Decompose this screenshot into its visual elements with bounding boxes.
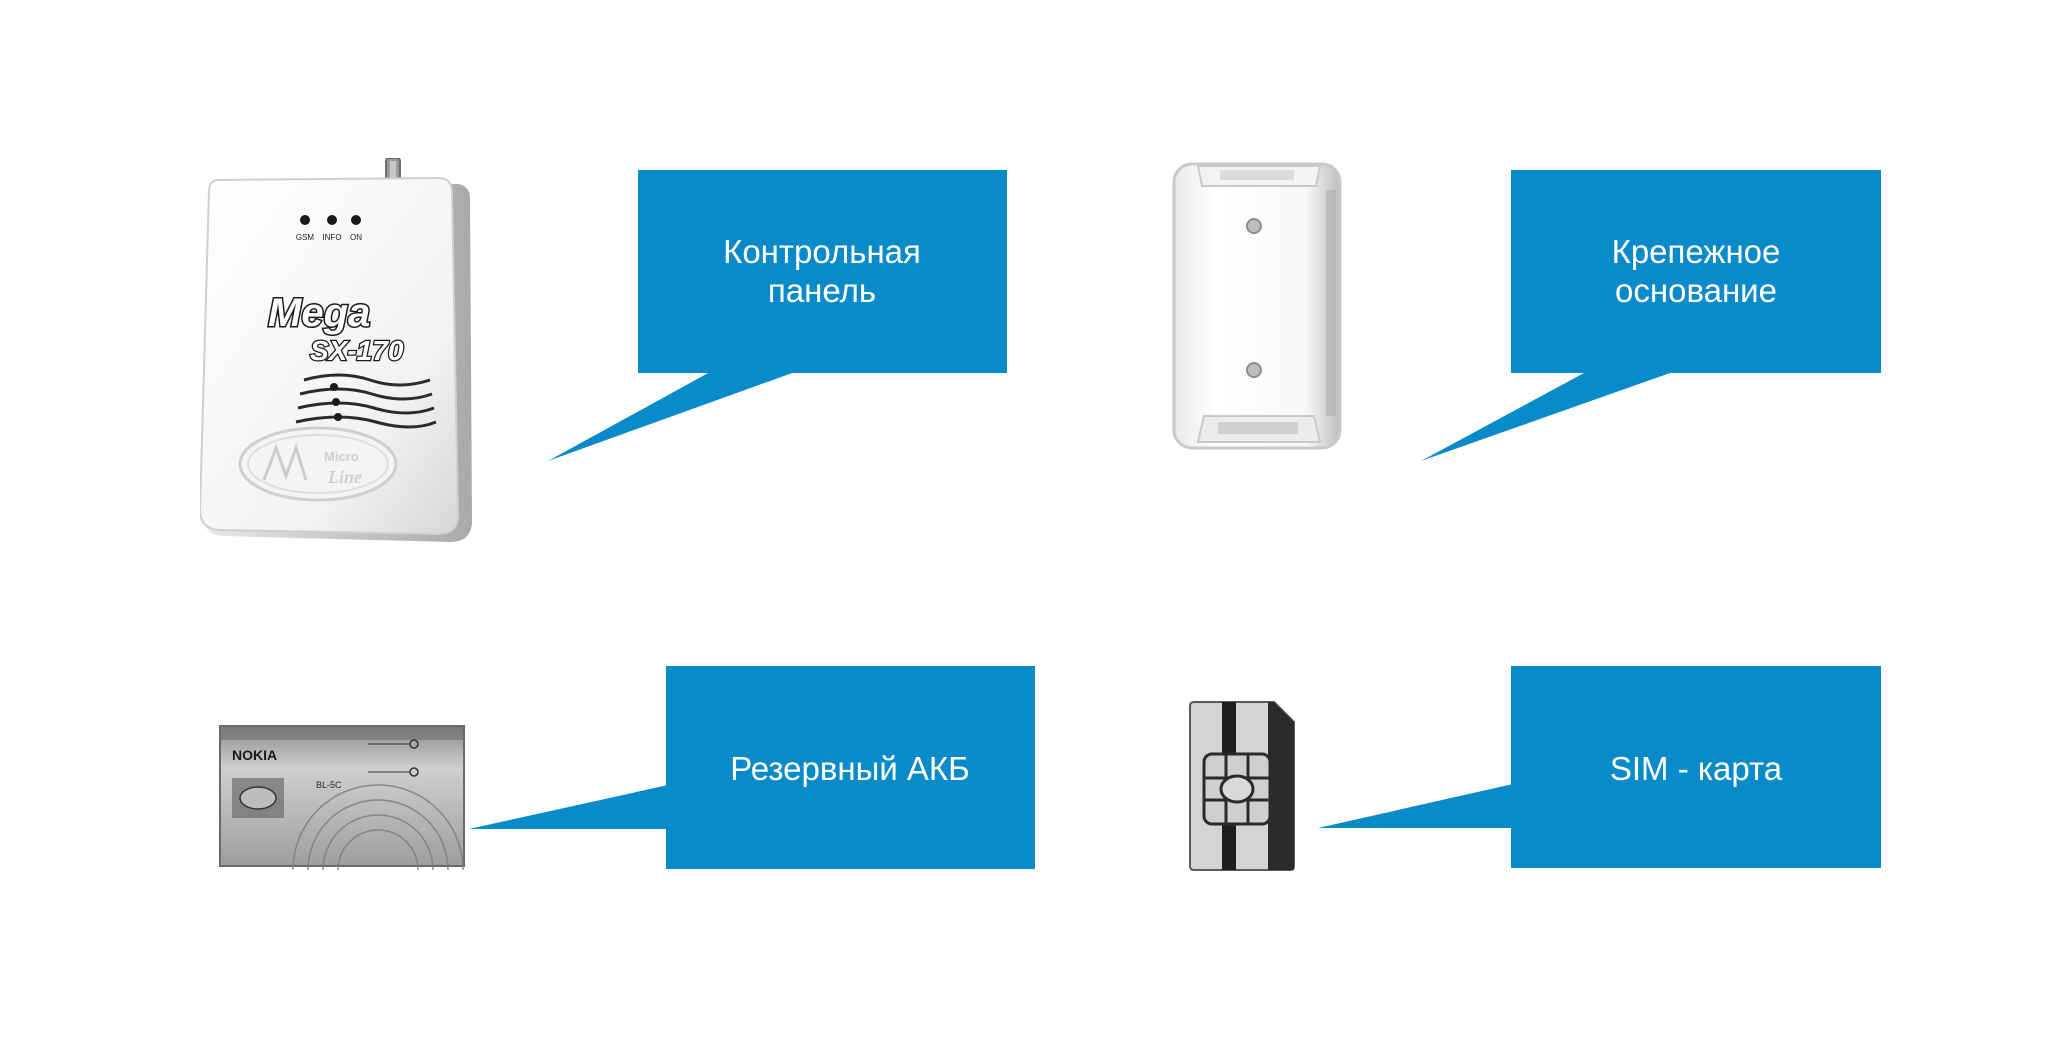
callout-backup-battery: Резервный АКБ xyxy=(469,666,1035,869)
led-info-icon xyxy=(327,215,337,225)
callout-pointer xyxy=(469,785,668,829)
logo-text-line: Line xyxy=(327,467,362,487)
callout-box xyxy=(1511,170,1881,373)
screw-hole-top-icon xyxy=(1246,218,1262,234)
battery-brand: NOKIA xyxy=(232,747,277,763)
screw-hole-bottom-icon xyxy=(1246,362,1262,378)
callout-mounting-base: Крепежное основание xyxy=(1421,170,1881,461)
callout-control-panel: Контрольная панель xyxy=(548,170,1007,461)
led-on-icon xyxy=(351,215,361,225)
callout-pointer xyxy=(1318,784,1513,828)
signal-waves-icon xyxy=(295,373,437,429)
device-model: SX-170 xyxy=(310,335,404,366)
callout-pointer xyxy=(1421,373,1670,461)
callout-label: Резервный АКБ xyxy=(730,750,970,787)
base-body xyxy=(1172,162,1342,450)
callout-label: SIM - карта xyxy=(1610,750,1783,787)
led-gsm-icon xyxy=(300,215,310,225)
microline-logo-mark xyxy=(262,443,308,481)
sim-chip-icon xyxy=(1202,752,1272,826)
battery-image: NOKIA BL-5C xyxy=(219,725,465,870)
callout-box xyxy=(666,666,1035,869)
callout-sim-card: SIM - карта xyxy=(1318,666,1881,868)
microline-logo xyxy=(238,426,398,502)
callout-label-line2: основание xyxy=(1615,272,1777,309)
control-panel-image: GSM INFO ON Mega SX-170 Micro Line xyxy=(200,158,472,542)
callout-pointer xyxy=(548,372,795,461)
led-label-info: INFO xyxy=(322,233,341,242)
callout-label-line1: Контрольная xyxy=(723,233,921,270)
led-label-on: ON xyxy=(350,233,362,242)
callout-label-line2: панель xyxy=(768,272,876,309)
device-brand: Mega xyxy=(268,291,370,335)
sim-card-image xyxy=(1189,701,1295,871)
battery-model: BL-5C xyxy=(316,780,342,790)
led-label-gsm: GSM xyxy=(296,233,315,242)
mounting-base-image xyxy=(1172,162,1342,450)
callout-label-line1: Крепежное xyxy=(1612,233,1781,270)
callout-box xyxy=(638,170,1007,373)
callout-box xyxy=(1511,666,1881,868)
logo-text-micro: Micro xyxy=(324,449,359,464)
